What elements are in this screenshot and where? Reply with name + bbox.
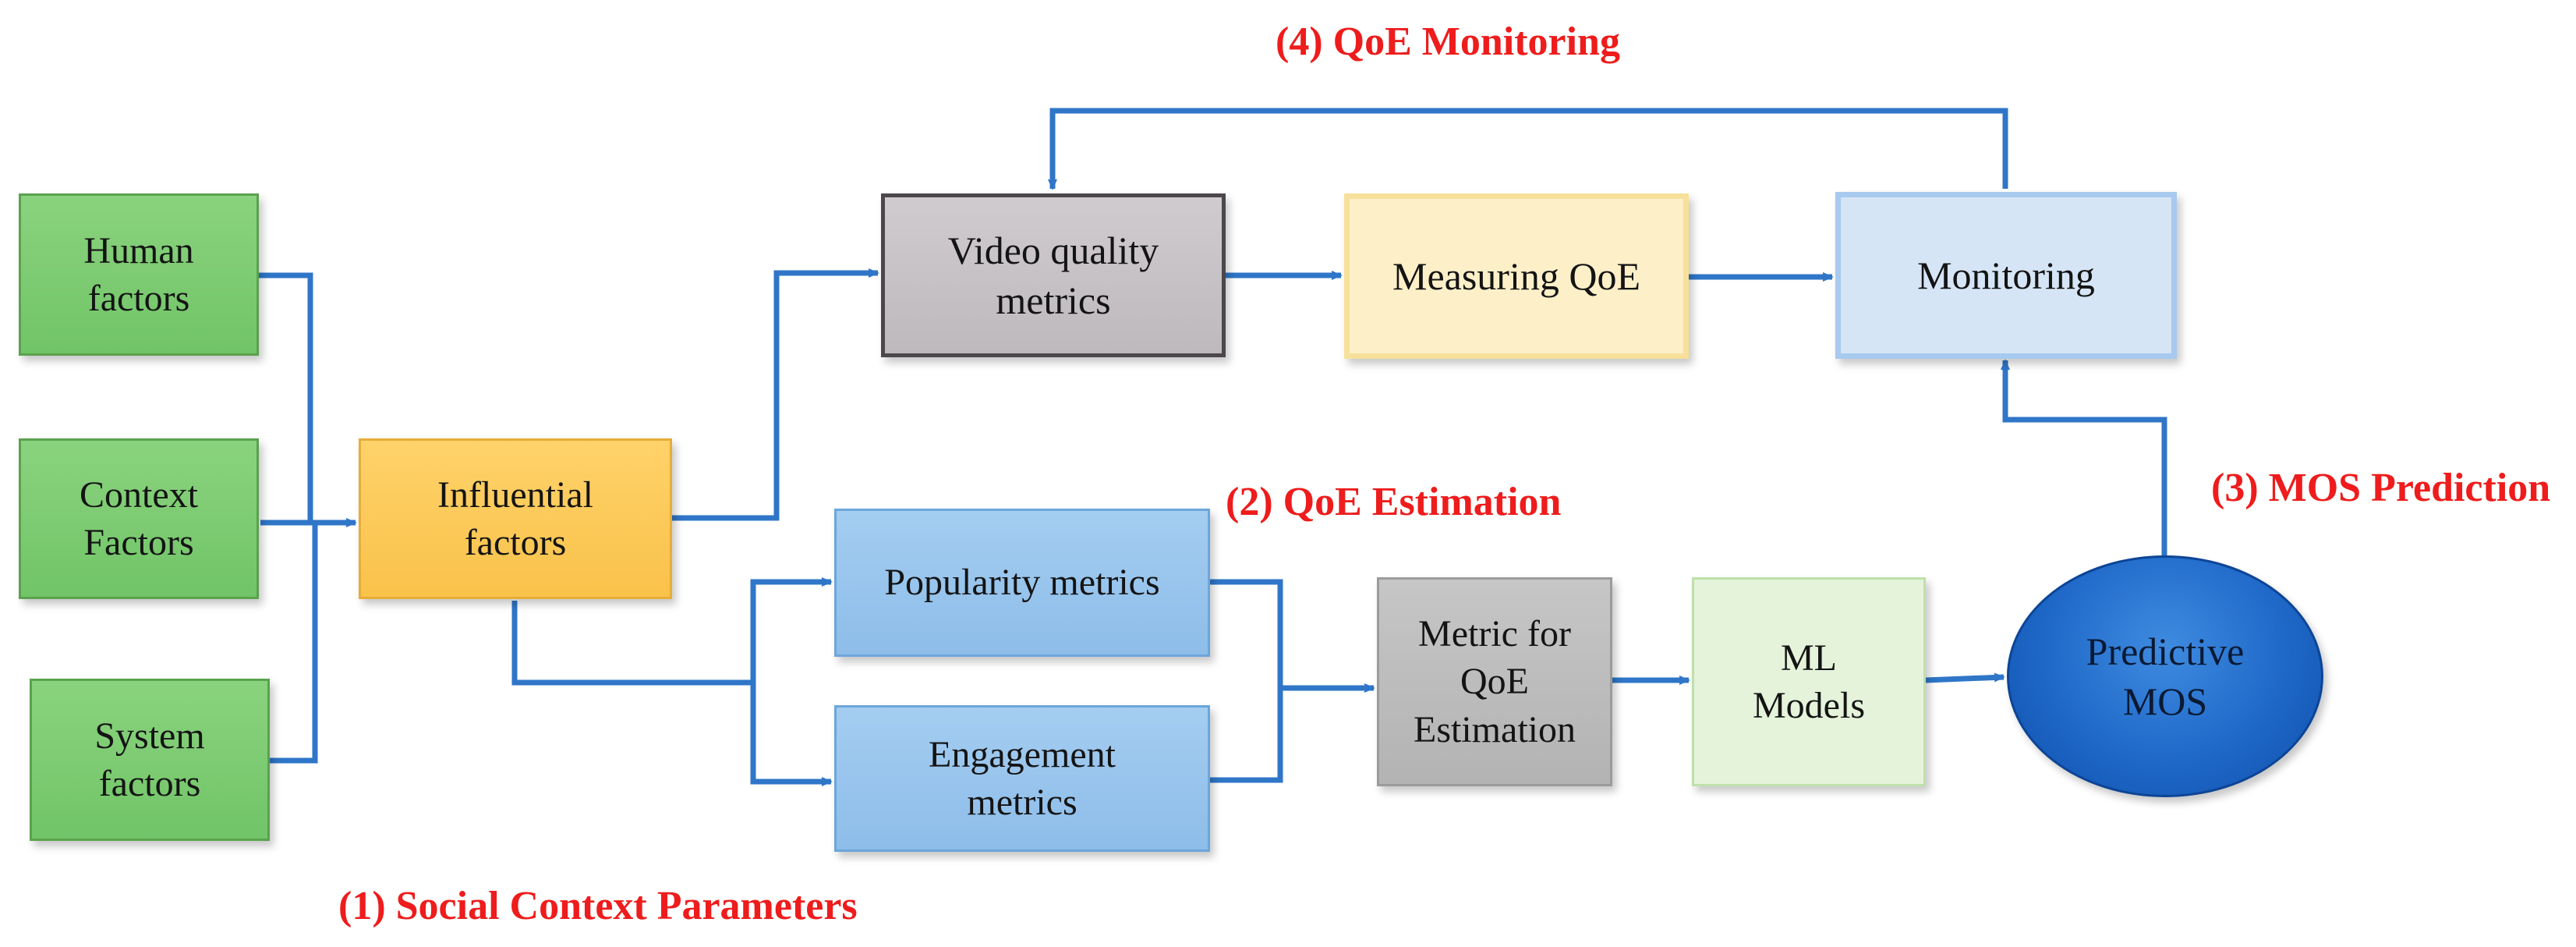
node-system-factors: System factors [30, 679, 270, 841]
node-influential-factors-label: Influential factors [437, 474, 593, 563]
edge-human-to-influential [257, 272, 313, 523]
edge-influential-to-video-quality [672, 268, 879, 521]
edge-engagement-to-metric [1210, 688, 1283, 783]
edge-system-to-influential [270, 523, 318, 764]
node-predictive-mos: Predictive MOS [2007, 555, 2323, 797]
node-measuring-qoe-label: Measuring QoE [1392, 254, 1640, 298]
node-system-factors-label: System factors [94, 715, 205, 804]
node-metric-for-qoe-estimation: Metric for QoE Estimation [1377, 577, 1612, 786]
edge-ml-models-to-predictive-mos [1925, 672, 2005, 683]
node-predictive-mos-label: Predictive MOS [2086, 630, 2245, 723]
node-influential-factors: Influential factors [359, 438, 672, 599]
node-context-factors-label: Context Factors [80, 474, 198, 563]
node-video-quality-metrics: Video quality metrics [881, 193, 1226, 357]
edge-to-popularity-metrics [750, 577, 833, 683]
caption-social-context-parameters: (1) Social Context Parameters [338, 884, 858, 928]
caption-qoe-monitoring: (4) QoE Monitoring [1276, 20, 1620, 64]
node-monitoring-label: Monitoring [1917, 254, 2095, 297]
node-popularity-metrics-label: Popularity metrics [884, 562, 1160, 604]
edge-to-engagement-metrics [750, 683, 833, 786]
node-metric-for-qoe-estimation-label: Metric for QoE Estimation [1414, 612, 1576, 750]
node-measuring-qoe: Measuring QoE [1344, 193, 1689, 359]
edge-predictive-mos-to-monitoring [2001, 359, 2167, 555]
node-ml-models: ML Models [1692, 577, 1926, 786]
node-human-factors: Human factors [19, 193, 259, 356]
node-video-quality-metrics-label: Video quality metrics [947, 229, 1159, 322]
node-engagement-metrics: Engagement metrics [834, 705, 1210, 852]
edge-monitoring-feedback-loop [1048, 108, 2008, 190]
node-popularity-metrics: Popularity metrics [834, 509, 1210, 657]
caption-mos-prediction: (3) MOS Prediction [2211, 466, 2551, 510]
node-ml-models-label: ML Models [1753, 637, 1865, 726]
node-engagement-metrics-label: Engagement metrics [929, 733, 1116, 823]
node-monitoring: Monitoring [1835, 192, 2177, 359]
caption-qoe-estimation: (2) QoE Estimation [1226, 480, 1562, 524]
node-human-factors-label: Human factors [83, 229, 194, 319]
edge-influential-to-estimation-branch [511, 601, 753, 686]
node-context-factors: Context Factors [19, 438, 259, 599]
edge-popularity-to-metric [1210, 579, 1283, 688]
